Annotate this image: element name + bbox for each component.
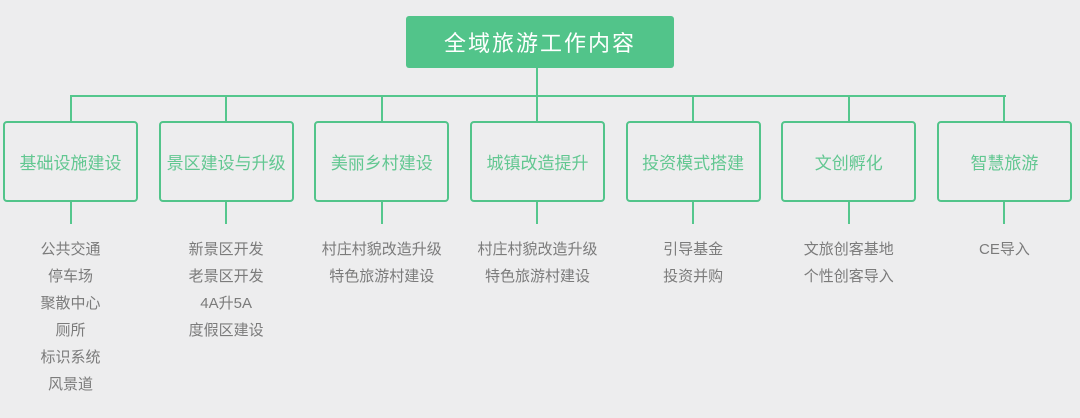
leaf-list: 村庄村貌改造升级特色旅游村建设	[477, 236, 597, 290]
branch-label: 文创孵化	[814, 154, 883, 173]
connector-stub-line	[225, 202, 228, 224]
branch-column: 城镇改造提升 村庄村貌改造升级特色旅游村建设	[469, 0, 605, 418]
leaf-list: 文旅创客基地个性创客导入	[804, 236, 894, 290]
connector-drop-line	[380, 95, 383, 121]
leaf-list: 公共交通停车场聚散中心厕所标识系统风景道	[40, 236, 100, 398]
connector-drop-line	[692, 95, 695, 121]
leaf-item: 4A升5A	[200, 295, 252, 312]
leaf-item: 个性创客导入	[803, 268, 894, 285]
leaf-item: 文旅创客基地	[803, 241, 894, 258]
leaf-item: 停车场	[47, 268, 93, 285]
leaf-item: 引导基金	[663, 241, 724, 258]
leaf-item: 村庄村貌改造升级	[477, 241, 598, 258]
branch-box: 基础设施建设	[3, 121, 138, 202]
leaf-item: 聚散中心	[40, 295, 101, 312]
branch-label: 景区建设与升级	[166, 154, 286, 173]
branch-box: 城镇改造提升	[469, 121, 605, 202]
branch-box: 投资模式搭建	[625, 121, 761, 202]
connector-stub-line	[536, 202, 539, 224]
branch-label: 投资模式搭建	[642, 154, 745, 173]
chart-root-node: 全域旅游工作内容	[406, 16, 674, 68]
leaf-item: 风景道	[47, 376, 93, 393]
leaf-list: CE导入	[979, 236, 1030, 263]
connector-drop-line	[847, 95, 850, 121]
leaf-item: 标识系统	[40, 349, 101, 366]
branch-column: 景区建设与升级 新景区开发老景区开发 4A升5A 度假区建设	[158, 0, 294, 418]
leaf-item: 老景区开发	[188, 268, 264, 285]
leaf-list: 引导基金投资并购	[663, 236, 723, 290]
connector-drop-line	[1003, 95, 1006, 121]
leaf-item: 特色旅游村建设	[484, 268, 590, 285]
branch-box: 文创孵化	[781, 121, 917, 202]
connector-stub-line	[1003, 202, 1006, 224]
connector-drop-line	[225, 95, 228, 121]
connector-drop-line	[536, 68, 539, 121]
branch-column: 智慧旅游 CE导入	[936, 0, 1072, 418]
leaf-item: 新景区开发	[188, 241, 264, 258]
branch-label: 城镇改造提升	[486, 154, 589, 173]
branch-column: 文创孵化 文旅创客基地个性创客导入	[781, 0, 917, 418]
branch-label: 基础设施建设	[19, 154, 122, 173]
branch-column: 投资模式搭建 引导基金投资并购	[625, 0, 761, 418]
connector-stub-line	[69, 202, 72, 224]
leaf-item: 投资并购	[663, 268, 724, 285]
connector-stub-line	[692, 202, 695, 224]
leaf-list: 村庄村貌改造升级特色旅游村建设	[322, 236, 442, 290]
connector-stub-line	[847, 202, 850, 224]
branch-columns: 基础设施建设 公共交通停车场聚散中心厕所标识系统风景道 景区建设与升级 新景区开…	[3, 0, 1072, 418]
chart-title: 全域旅游工作内容	[443, 31, 636, 56]
branch-box: 美丽乡村建设	[314, 121, 450, 202]
branch-label: 美丽乡村建设	[330, 154, 433, 173]
leaf-item: 特色旅游村建设	[329, 268, 435, 285]
leaf-item: 厕所	[55, 322, 86, 339]
leaf-item: 度假区建设	[188, 322, 264, 339]
leaf-item: CE导入	[979, 241, 1030, 258]
leaf-list: 新景区开发老景区开发 4A升5A 度假区建设	[189, 236, 264, 344]
connector-drop-line	[69, 95, 72, 121]
branch-column: 基础设施建设 公共交通停车场聚散中心厕所标识系统风景道	[3, 0, 138, 418]
connector-stub-line	[380, 202, 383, 224]
branch-column: 美丽乡村建设 村庄村貌改造升级特色旅游村建设	[314, 0, 450, 418]
leaf-item: 公共交通	[40, 241, 101, 258]
branch-box: 景区建设与升级	[158, 121, 294, 202]
leaf-item: 村庄村貌改造升级	[321, 241, 442, 258]
branch-label: 智慧旅游	[970, 154, 1039, 173]
branch-box: 智慧旅游	[936, 121, 1072, 202]
